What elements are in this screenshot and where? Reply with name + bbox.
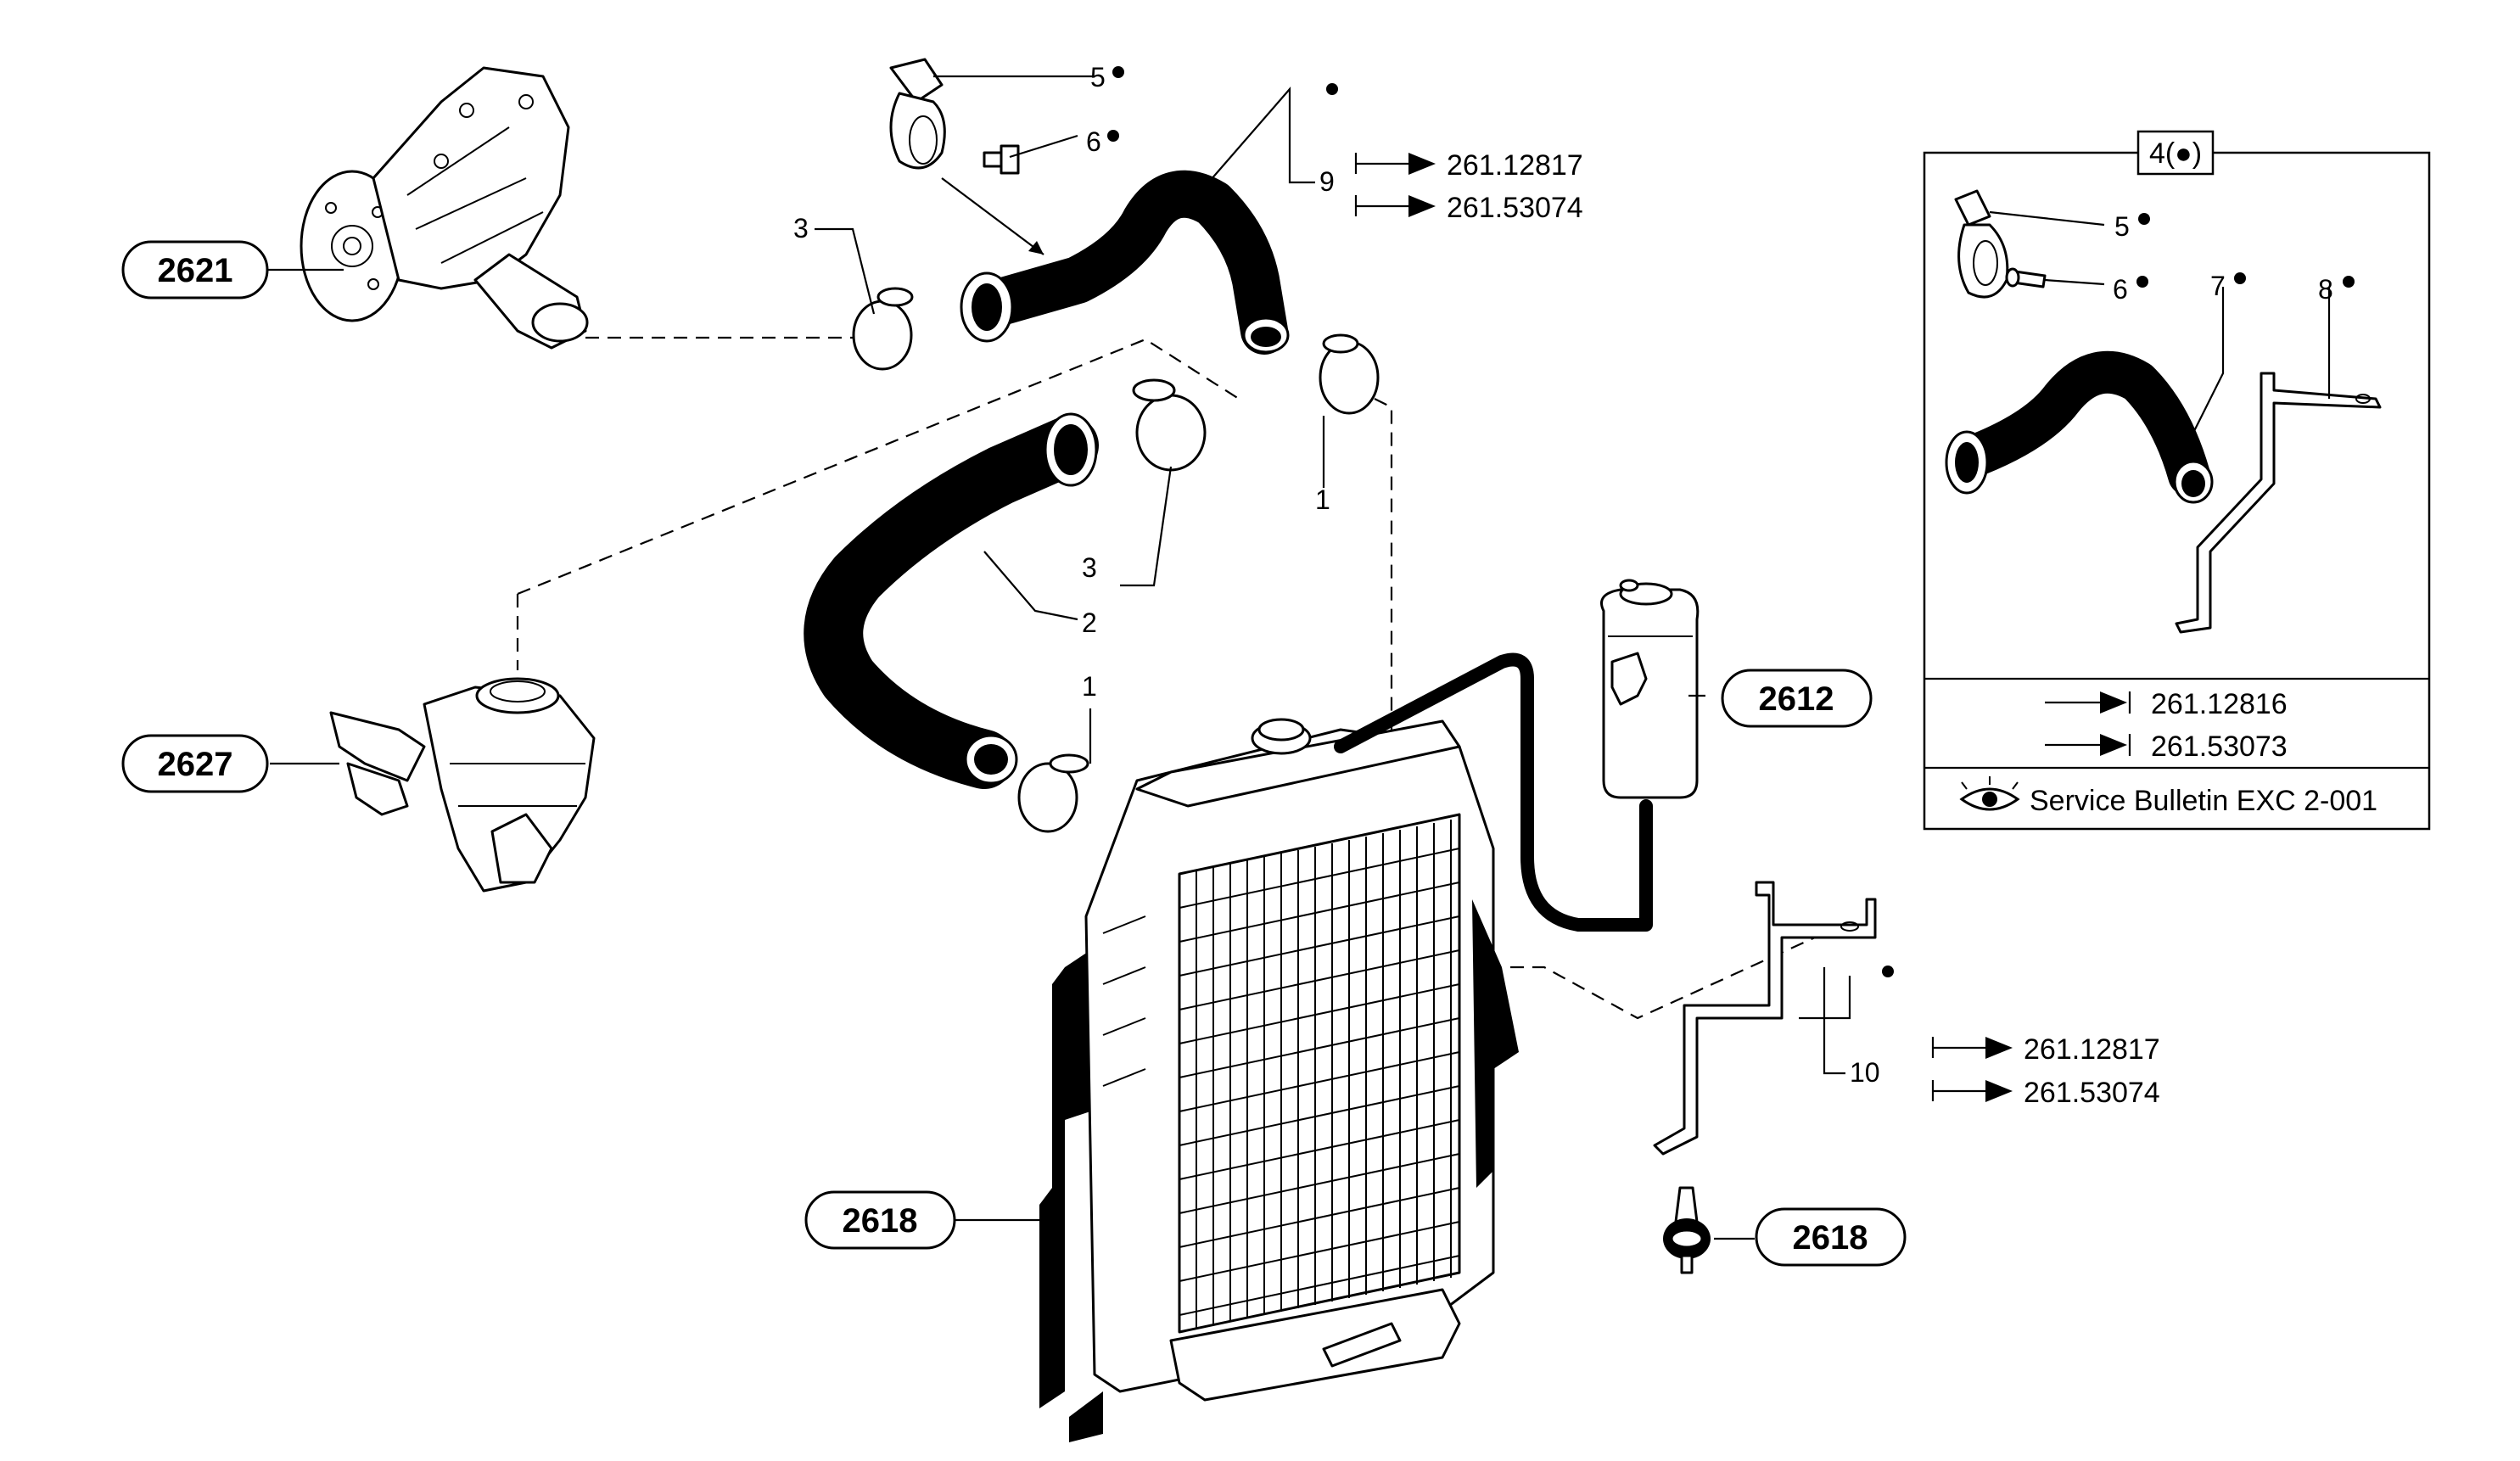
reference-group-10: 261.12817 261.53074 [1931, 1033, 2160, 1109]
radiator [1039, 652, 1653, 1442]
radiator-core-grid [1179, 820, 1460, 1329]
service-bulletin[interactable]: Service Bulletin EXC 2-001 [2030, 785, 2377, 817]
item-2-label: 2 [1082, 607, 1097, 638]
bullet-icon [1107, 130, 1119, 142]
bullet-icon [1112, 66, 1124, 78]
item-numbers: 5 6 9 3 1 3 2 1 10 [793, 62, 1894, 1088]
upper-hose-group [852, 58, 1380, 415]
inset-item-6-label: 6 [2113, 274, 2128, 305]
thermostat-housing [329, 677, 596, 893]
reference-group-9: 261.12817 261.53074 [1354, 149, 1583, 224]
bullet-icon [2343, 276, 2355, 288]
expansion-tank [1600, 579, 1700, 799]
eye-icon [1959, 776, 2020, 811]
bullet-icon [2138, 213, 2150, 225]
arrow-bar-icon [1408, 153, 1436, 175]
item-3-upper-label: 3 [793, 213, 809, 244]
inset-box: 4(●) 5 6 7 8 261.1281 [1923, 130, 2431, 831]
callout-2618-right[interactable]: 2618 [1755, 1207, 1907, 1267]
inset-ref-a[interactable]: 261.12816 [2151, 688, 2288, 720]
callout-2618-right-label: 2618 [1793, 1219, 1868, 1257]
callout-2627-label: 2627 [158, 746, 233, 783]
arrow-bar-icon [1985, 1080, 2013, 1102]
inset-item-5-label: 5 [2114, 211, 2130, 242]
inset-title: 4(●) [2149, 137, 2202, 170]
ref-10b[interactable]: 261.53074 [2024, 1077, 2160, 1109]
rubber-mount [1663, 1186, 1711, 1274]
arrow-bar-icon [2100, 691, 2127, 714]
ref-10a[interactable]: 261.12817 [2024, 1033, 2160, 1066]
arrow-bar-icon [1985, 1037, 2013, 1059]
callout-2612[interactable]: 2612 [1721, 669, 1873, 728]
item-3-lower-label: 3 [1082, 552, 1097, 583]
arrow-bar-icon [1408, 195, 1436, 217]
callout-2618-left[interactable]: 2618 [804, 1190, 956, 1250]
callout-2612-label: 2612 [1759, 680, 1834, 718]
item-1-lower-label: 1 [1082, 671, 1097, 702]
leader-lines [267, 75, 1851, 1240]
bullet-icon [1326, 83, 1338, 95]
item-10-label: 10 [1850, 1057, 1880, 1088]
item-1-upper-label: 1 [1315, 484, 1330, 515]
item-9-label: 9 [1319, 166, 1335, 197]
inset-item-7-label: 7 [2210, 271, 2226, 301]
radiator-bracket [1653, 881, 1877, 1156]
inset-item-8-label: 8 [2318, 274, 2333, 305]
inset-ref-b[interactable]: 261.53073 [2151, 730, 2288, 763]
bullet-icon [2136, 276, 2148, 288]
lower-hose-group [804, 378, 1207, 833]
bullet-icon [1882, 966, 1894, 977]
bullet-icon [2234, 272, 2246, 284]
callout-2621-label: 2621 [158, 252, 233, 289]
item-6-label: 6 [1086, 126, 1101, 157]
ref-9a[interactable]: 261.12817 [1447, 149, 1583, 182]
arrow-bar-icon [2100, 734, 2127, 756]
water-pump [300, 66, 589, 350]
callout-2618-left-label: 2618 [843, 1202, 918, 1240]
ref-9b[interactable]: 261.53074 [1447, 192, 1583, 224]
callout-2627[interactable]: 2627 [121, 734, 269, 793]
item-5-label: 5 [1090, 62, 1106, 92]
callout-2621[interactable]: 2621 [121, 240, 269, 299]
